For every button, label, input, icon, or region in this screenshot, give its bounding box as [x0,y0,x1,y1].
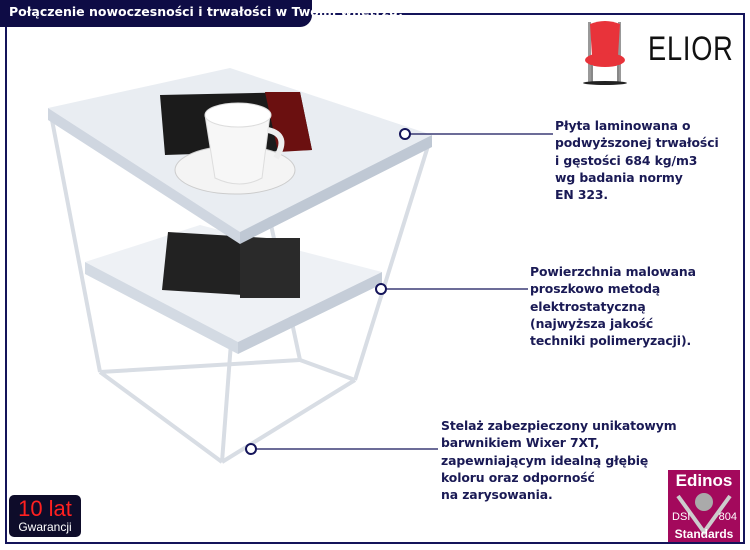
edinos-dsi: DSI [672,511,691,523]
edinos-standards: Standards [674,527,734,541]
edinos-number: 804 [718,511,737,523]
annotation-line: Stelaż zabezpieczony unikatowym [441,418,677,433]
annotation-line: elektrostatyczną [530,298,646,314]
edinos-badge: Edinos DSI 804 Standards [668,470,740,542]
warranty-years: 10 lat [18,496,72,521]
annotation-laminate: Płyta laminowana o podwyższonej trwałośc… [555,117,719,203]
annotation-line: koloru oraz odporność [441,469,595,485]
annotation-line: (najwyższa jakość [530,315,654,331]
warranty-badge: 10 lat Gwarancji [9,495,81,537]
annotation-line: zapewniającym idealną głębię [441,452,649,468]
annotation-line: techniki polimeryzacji). [530,333,692,349]
annotation-line: proszkowo metodą [530,281,661,297]
annotation-line: EN 323. [555,187,609,203]
annotation-powder-coating: Powierzchnia malowana proszkowo metodą e… [530,263,696,349]
edinos-v-logo-icon [676,493,732,536]
annotation-line: na zarysowania. [441,487,553,503]
annotation-line: i gęstości 684 kg/m3 [555,152,698,168]
cup-and-saucer [174,102,296,195]
edinos-brand: Edinos [675,471,733,490]
brand-logo-text: ELIOR [648,30,734,68]
books-lower [162,232,300,298]
annotation-frame: Stelaż zabezpieczony unikatowym barwniki… [441,417,677,503]
annotation-dot-shelf [375,283,387,295]
red-chair-icon [583,21,627,85]
annotation-line: Płyta laminowana o [555,118,691,133]
page-title: Połączenie nowoczesności i trwałości w T… [0,0,403,27]
annotation-line: podwyższonej trwałości [555,135,719,151]
annotation-dot-frame [245,443,257,455]
annotation-line: Powierzchnia malowana [530,264,696,279]
annotation-dot-top [399,128,411,140]
annotation-lines [245,128,553,455]
warranty-label: Gwarancji [18,520,72,534]
annotation-line: barwnikiem Wixer 7XT, [441,435,600,451]
annotation-line: wg badania normy [555,169,683,185]
content-frame [5,13,745,544]
